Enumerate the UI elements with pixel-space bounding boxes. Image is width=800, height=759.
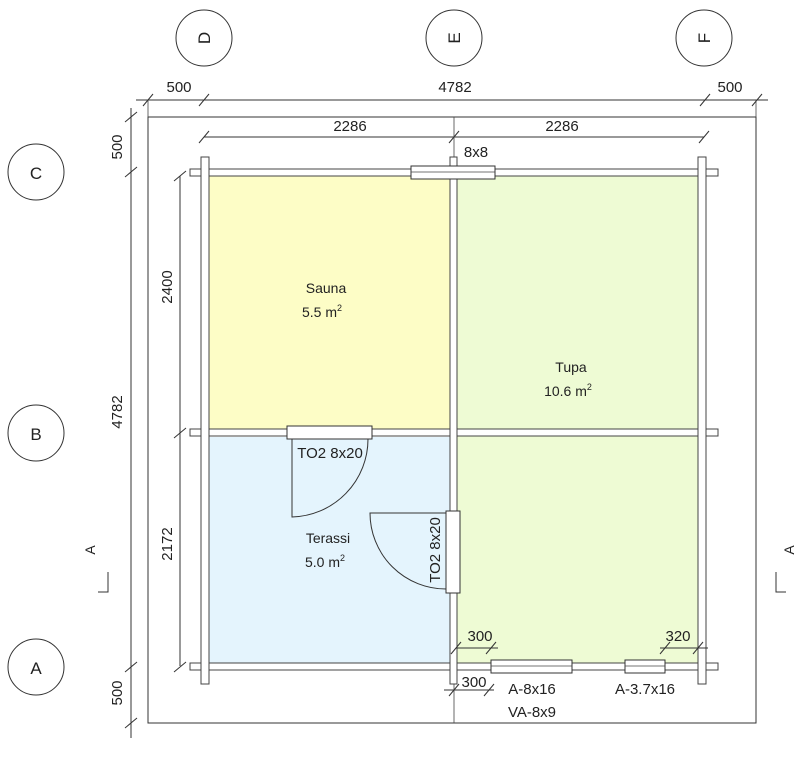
dim-top-right: 500 — [717, 79, 742, 96]
sauna-room-fill — [209, 176, 450, 429]
section-mark-left: A — [82, 545, 109, 593]
room-area-sauna: 5.5 m2 — [302, 303, 342, 320]
axis-row-a: A — [7, 638, 65, 696]
svg-text:B: B — [30, 425, 41, 444]
dim-320: 320 — [665, 628, 690, 645]
label-door-horizontal: TO2 8x20 — [297, 445, 363, 462]
label-door-vertical: TO2 8x20 — [427, 517, 444, 583]
dim-300-bottom-line — [444, 683, 495, 697]
window-top — [410, 165, 496, 180]
axis-row-b: B — [7, 404, 65, 462]
svg-text:A: A — [82, 545, 98, 555]
dim-300-bottom: 300 — [461, 674, 486, 691]
svg-text:F: F — [695, 33, 714, 43]
dim-terrace-height: 2172 — [159, 527, 176, 560]
label-window-a: A-8x16 — [508, 681, 556, 698]
terrace-room-fill — [209, 437, 450, 663]
svg-text:A: A — [30, 659, 42, 678]
dim-top-left: 500 — [166, 79, 191, 96]
dim-top-total: 4782 — [438, 79, 471, 96]
dim-300-top: 300 — [467, 628, 492, 645]
svg-text:A: A — [781, 545, 797, 555]
outer-frame — [147, 116, 757, 724]
dim-room-width-left: 2286 — [333, 118, 366, 135]
dim-320-line — [659, 641, 708, 655]
window-a-3-7x16 — [624, 659, 666, 674]
door-horizontal-frame — [286, 425, 373, 440]
section-mark-right: A — [775, 545, 797, 593]
axis-column-e: E — [425, 9, 483, 67]
room-area-tupa: 10.6 m2 — [544, 382, 592, 399]
wall-center — [449, 156, 458, 685]
room-name-terassi: Terassi — [306, 530, 350, 546]
dim-left-total: 4782 — [109, 395, 126, 428]
wall-left — [200, 156, 210, 685]
top-dimension-chain — [136, 93, 768, 117]
dim-left-bottom: 500 — [109, 680, 126, 705]
door-swing-vertical — [369, 512, 447, 590]
door-swing-horizontal — [291, 438, 369, 518]
label-top-window: 8x8 — [464, 144, 488, 161]
tupa-room-fill — [457, 176, 698, 663]
dim-300-top-line — [450, 641, 498, 655]
window-a-8x16 — [490, 659, 573, 674]
axis-column-f: F — [675, 9, 733, 67]
svg-text:C: C — [30, 164, 42, 183]
dim-sauna-height: 2400 — [159, 270, 176, 303]
door-vertical-frame — [445, 510, 461, 594]
room-height-dimension — [173, 170, 187, 673]
wall-right — [697, 156, 707, 685]
room-name-sauna: Sauna — [306, 280, 347, 296]
label-window-va: VA-8x9 — [508, 704, 556, 721]
room-name-tupa: Tupa — [555, 359, 587, 375]
svg-text:E: E — [445, 32, 464, 43]
dim-left-top: 500 — [109, 134, 126, 159]
room-area-terassi: 5.0 m2 — [305, 553, 345, 570]
label-window-a2: A-3.7x16 — [615, 681, 675, 698]
dim-room-width-right: 2286 — [545, 118, 578, 135]
axis-column-d: D — [175, 9, 233, 67]
left-dimension-chain — [124, 108, 138, 738]
svg-text:D: D — [195, 32, 214, 44]
axis-row-c: C — [7, 143, 65, 201]
